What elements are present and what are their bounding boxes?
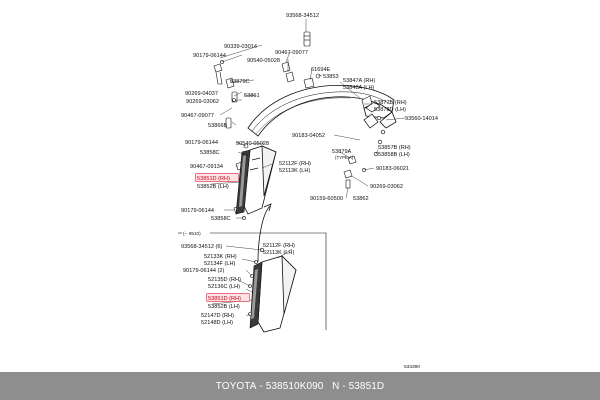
footer-gap [323, 381, 332, 392]
label-61694E: 61694E [311, 67, 331, 73]
label-53852B-upper: 53852B (LH) [197, 184, 229, 190]
label-53852B-lower: 53852B (LH) [208, 304, 240, 310]
label-53857B: 53857B (RH) [378, 145, 411, 151]
label-53858B: 53858B (LH) [378, 152, 410, 158]
highlight-53851d-upper [195, 173, 239, 182]
inset-frame [178, 232, 327, 330]
mudguard-lower [257, 254, 297, 333]
label-53851d-rh-lower: 53851D (RH) [208, 296, 241, 302]
leader-lines [211, 19, 406, 317]
label-52134F: 52134F (LH) [204, 261, 236, 267]
label-53858C-b: 53858C [211, 216, 231, 222]
label-53847A: 53847A (RH) [343, 78, 375, 84]
highlight-53851d-lower [206, 293, 250, 302]
label-52133K: 52133K (RH) [204, 254, 237, 260]
label-90179-06144-2: 90179-06144 (2) [183, 268, 225, 274]
footer-n-value: 53851D [348, 380, 385, 392]
label-53861: 53861 [244, 93, 260, 99]
label-90179-06144-a: 90179-06144 [193, 53, 226, 59]
label-53866B: 53866B [208, 123, 228, 129]
label-52147D: 52147D (RH) [201, 313, 234, 319]
label-93560-14014: 93560-14014 [405, 116, 438, 122]
label-53878D: 53878D (LH) [374, 107, 406, 113]
label-90183-06021: 90183-06021 [376, 166, 409, 172]
label-9510: (-- 9510) [183, 231, 201, 236]
label-90269-03062-b: 90269-03062 [370, 184, 403, 190]
mudguard-upper [243, 145, 277, 215]
label-53858C: 53858C [200, 150, 220, 156]
label-90179-06144-c: 90179-06144 [181, 208, 214, 214]
rear-clips [343, 95, 383, 189]
moulding-strip-upper [235, 149, 251, 215]
parts-diagram: 93568-34512 90339-03014 90467-09077 9017… [178, 13, 438, 370]
label-53862: 53862 [353, 196, 369, 202]
label-90540-05028-a: 90540-05028 [247, 58, 280, 64]
label-90467-09134: 90467-09134 [190, 164, 223, 170]
assembly-arrow [257, 203, 272, 263]
label-52113K-b: 52113K (LH) [263, 250, 294, 256]
fender-flare-main [247, 85, 395, 137]
label-53879A: 53879A [332, 149, 352, 155]
part-labels: 93568-34512 90339-03014 90467-09077 9017… [181, 13, 438, 370]
label-52112F-b: 52112F (RH) [263, 243, 295, 249]
bolt-group-upper [213, 60, 321, 129]
label-53879C: 53879C [230, 79, 250, 85]
label-90339-03014: 90339-03014 [224, 44, 257, 50]
footer-n-label: N [332, 380, 340, 392]
moulding-strip-lower [249, 261, 263, 329]
label-53877B: 53877B (RH) [374, 100, 407, 106]
label-90269-03062-a: 90269-03062 [186, 99, 219, 105]
label-90540-05028-b: 90540-05028 [236, 141, 269, 147]
footer-separator: - [256, 380, 266, 392]
clip-93568-34512 [303, 31, 311, 47]
clip-61694E [303, 77, 315, 89]
label-52113K: 52113K (LH) [279, 168, 310, 174]
label-93568-34512: 93568-34512 [286, 13, 319, 19]
footer-part-number: 538510K090 [265, 380, 324, 392]
label-90467-09077-top: 90467-09077 [275, 50, 308, 56]
label-52148D: 52148D (LH) [201, 320, 233, 326]
label-53851d-rh-upper: 53851D (RH) [197, 176, 230, 182]
label-53848A: 53848A (LH) [343, 85, 375, 91]
label-90269-04037: 90269-04037 [185, 91, 218, 97]
label-90159-60500: 90159-60500 [310, 196, 343, 202]
label-90183-04052: 90183-04052 [292, 133, 325, 139]
label-52112F: 52112F (RH) [279, 161, 311, 167]
label-52135D: 52135D (RH) [208, 277, 241, 283]
label-52136C: 52136C (LH) [208, 284, 240, 290]
label-93568-34512-6: 93568-34512 (6) [181, 244, 223, 250]
rear-bracket [363, 101, 386, 135]
label-90467-09077-b: 90467-09077 [181, 113, 214, 119]
label-90179-06144-b: 90179-06144 [185, 140, 218, 146]
footer-brand: TOYOTA [215, 380, 257, 392]
label-53879A-sub: (TYPE A) [335, 155, 354, 160]
label-53853: 53853 [323, 74, 339, 80]
diagram-code: 533390 [404, 364, 420, 370]
footer-separator-2: - [339, 380, 349, 392]
part-number-footer: TOYOTA - 538510K090 N - 53851D [0, 372, 600, 400]
